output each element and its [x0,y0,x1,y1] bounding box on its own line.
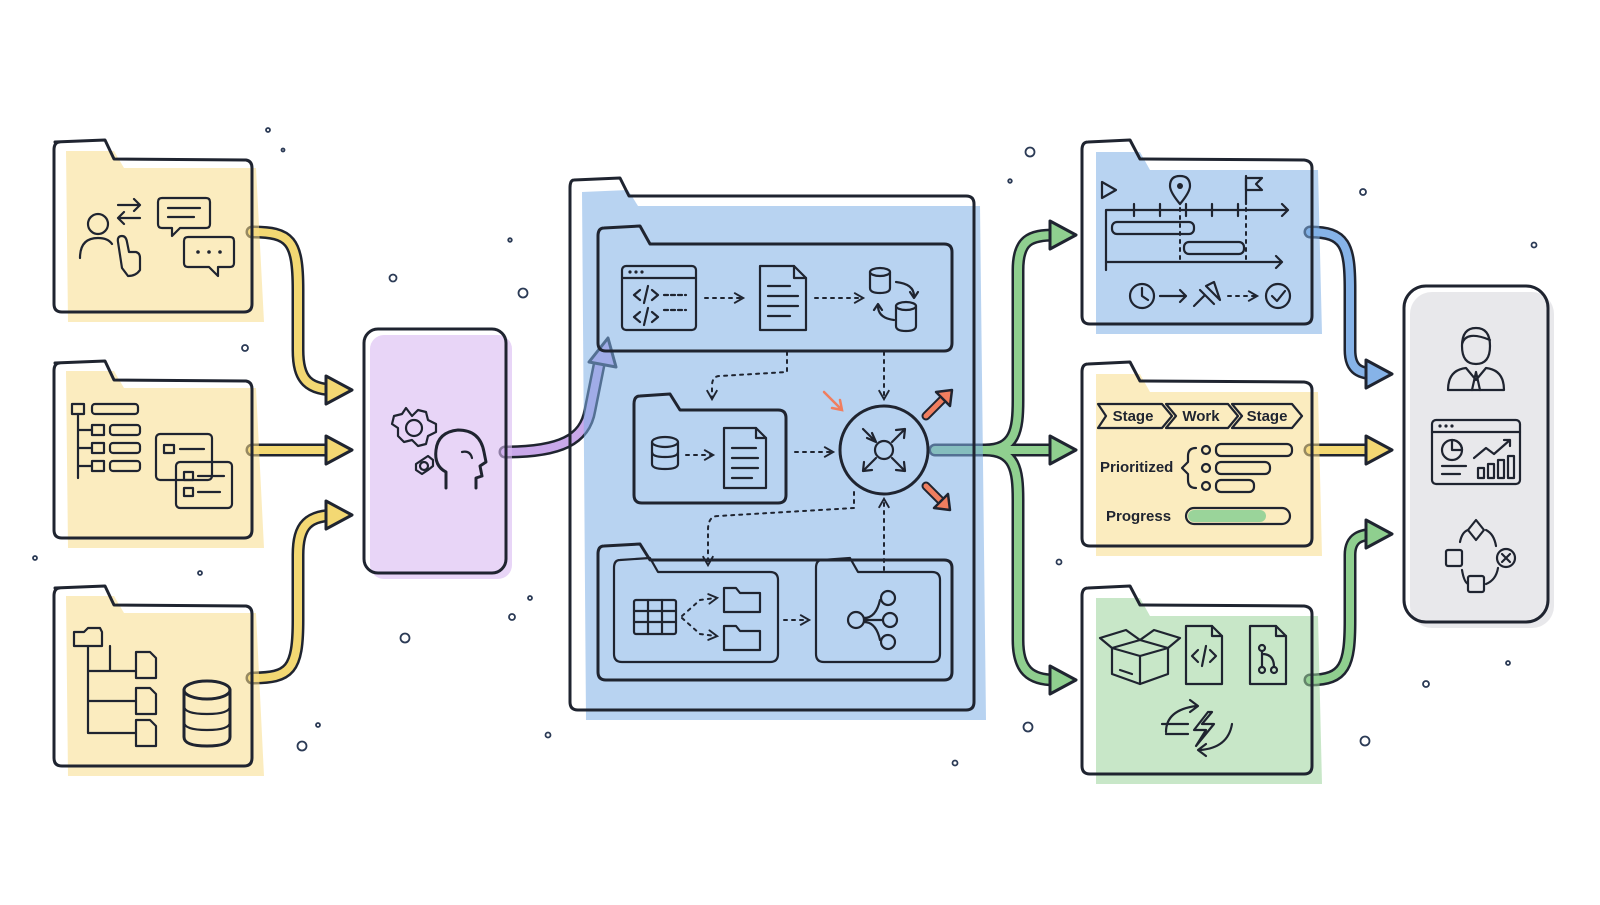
input-folder-interactions [52,138,264,322]
folder-tree-icon [72,626,158,748]
location-pin-icon [1168,174,1192,206]
lightning-sync-icon [1160,698,1234,758]
clock-icon [1128,282,1156,310]
stage-chevrons: Stage Work Stage [1096,402,1304,430]
cards-icon [154,432,234,510]
network-nodes-icon [846,589,899,651]
pipeline-stage-transform [632,392,836,505]
output-folder-priority: Stage Work Stage Prioritized Progress [1080,360,1322,556]
pin-tool-icon [1192,280,1222,308]
input-folder-data [52,584,264,776]
database-icon [182,679,232,748]
chat-bubble-icon [156,196,212,238]
pipeline-stage-output [596,542,954,682]
code-file-icon [1184,624,1224,686]
input-folder-structures [52,359,264,548]
pipeline-folder [568,176,986,720]
box-icon [1098,628,1182,686]
code-window-icon [620,264,698,332]
database-small-icon [650,435,680,471]
play-icon [1100,180,1118,200]
workflow-icon [1444,518,1517,594]
decorative-dots [32,127,1538,767]
check-circle-icon [1264,282,1292,310]
hub-node [822,388,954,512]
hub-icon [861,427,907,473]
timeline-chart [1104,202,1290,272]
git-file-icon [1248,624,1288,686]
folder-icon [722,586,762,652]
swap-arrows-icon [116,197,142,226]
progress-bar [1184,506,1292,526]
user-avatar-icon [1446,326,1506,392]
chat-dots-icon [182,235,236,278]
document-icon [758,264,808,332]
dashboard-icon [1430,418,1522,486]
output-folder-schedule [1080,138,1322,334]
priority-bars [1200,442,1294,494]
document-icon [722,426,768,490]
stage-label-2: Stage [1247,408,1288,425]
prioritized-label: Prioritized [1100,459,1173,476]
engine-box [362,327,512,579]
tree-list-icon [70,402,142,480]
progress-label: Progress [1106,508,1171,525]
gears-head-icon [390,406,488,490]
dashboard-panel [1402,284,1554,628]
stage-label-1: Stage [1113,408,1154,425]
work-label: Work [1182,408,1220,425]
pipeline-stage-code [596,224,954,353]
flag-icon [1244,174,1264,206]
database-sync-icon [868,266,920,333]
user-click-icon [78,212,142,278]
output-folder-artifacts [1080,584,1322,784]
table-grid-icon [632,598,678,636]
